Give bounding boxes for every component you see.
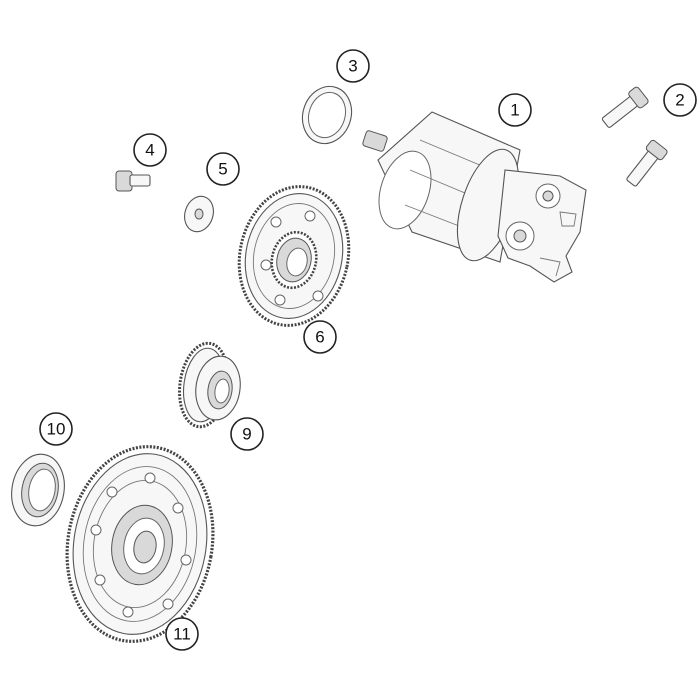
callout-2: 2 bbox=[663, 83, 697, 117]
callout-2-label: 2 bbox=[675, 91, 684, 110]
large-gear-freewheel bbox=[65, 445, 215, 643]
callout-4-label: 4 bbox=[145, 141, 154, 160]
washer bbox=[184, 195, 214, 233]
callout-1: 1 bbox=[498, 93, 532, 127]
callout-4: 4 bbox=[133, 133, 167, 167]
callout-3: 3 bbox=[336, 49, 370, 83]
callout-6-label: 6 bbox=[315, 328, 324, 347]
starter-motor bbox=[362, 111, 587, 283]
o-ring bbox=[301, 85, 353, 145]
callout-6: 6 bbox=[303, 320, 337, 354]
callout-10-label: 10 bbox=[47, 420, 66, 439]
callout-11: 11 bbox=[165, 617, 199, 651]
seal-ring bbox=[11, 453, 65, 527]
intermediate-gear bbox=[237, 185, 351, 327]
callout-9: 9 bbox=[230, 417, 264, 451]
small-gear bbox=[178, 341, 241, 429]
callout-5: 5 bbox=[206, 152, 240, 186]
callout-3-label: 3 bbox=[348, 57, 357, 76]
callout-10: 10 bbox=[39, 412, 73, 446]
callout-5-label: 5 bbox=[218, 160, 227, 179]
callout-11-label: 11 bbox=[173, 625, 191, 644]
mounting-screws bbox=[601, 86, 668, 187]
callout-9-label: 9 bbox=[242, 425, 251, 444]
callout-1-label: 1 bbox=[510, 101, 519, 120]
bolt bbox=[115, 170, 151, 192]
